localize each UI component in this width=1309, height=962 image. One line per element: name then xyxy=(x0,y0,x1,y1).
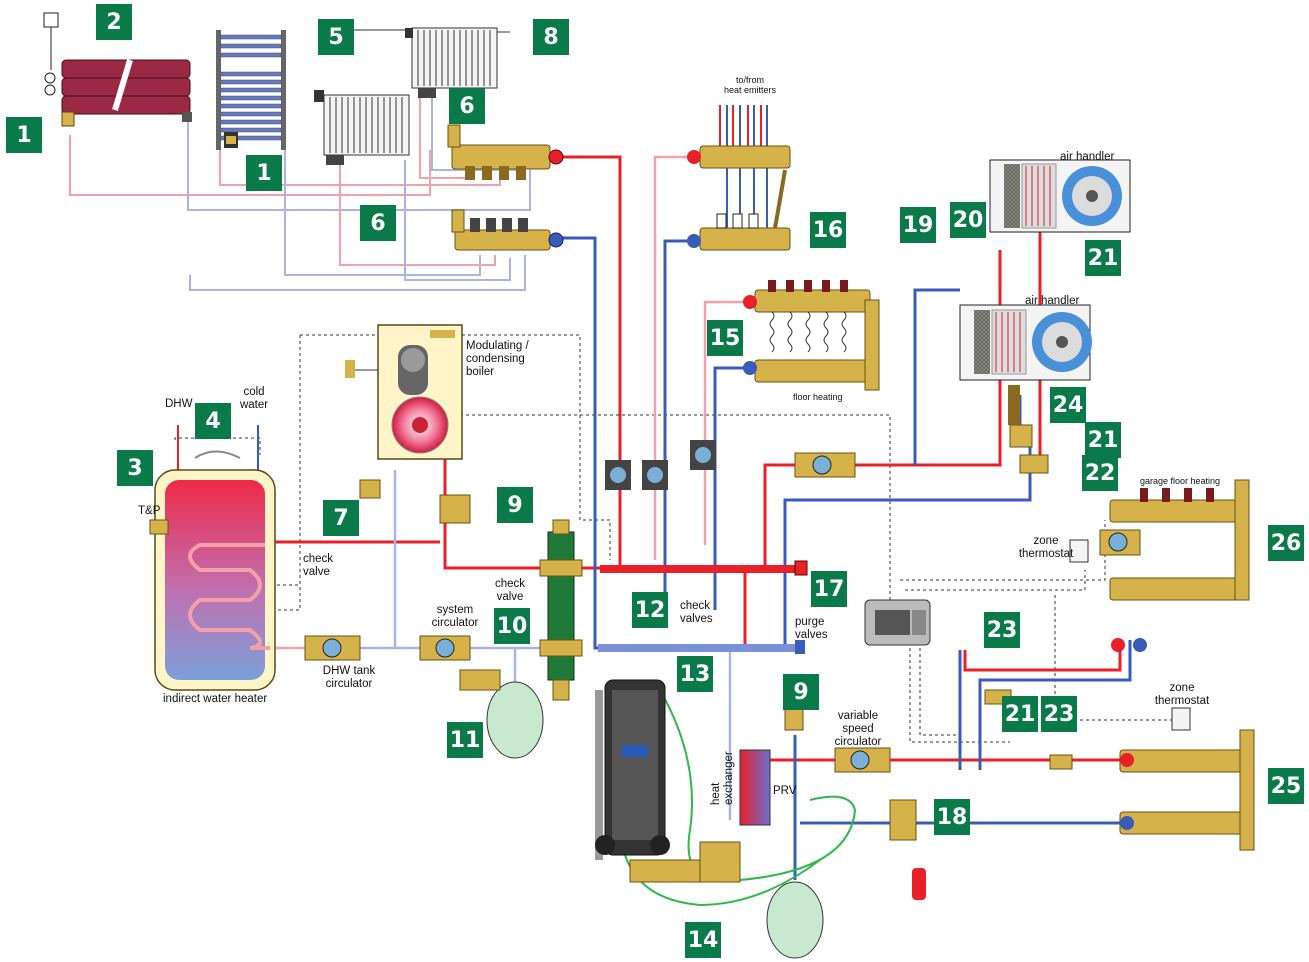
label-dhw: DHW xyxy=(165,398,193,410)
tag-5: 5 xyxy=(318,19,354,55)
purge-cart xyxy=(595,679,670,860)
tag-10: 10 xyxy=(494,608,530,644)
gas-canister xyxy=(912,868,926,900)
radiator-piping xyxy=(69,95,531,291)
system-circulator xyxy=(419,635,471,661)
tag-6a: 6 xyxy=(449,88,485,124)
radiator-manifold-supply xyxy=(447,124,564,180)
panel-radiator-lower xyxy=(314,90,410,165)
tag-26: 26 xyxy=(1268,525,1304,561)
label-check-valves: check valves xyxy=(680,600,713,625)
towel-radiator xyxy=(216,30,286,150)
label-tp: T&P xyxy=(138,505,161,517)
label-system-circulator: system circulator xyxy=(431,604,479,629)
garage-manifold xyxy=(1099,479,1250,652)
air-handler-lower xyxy=(959,304,1092,381)
tag-15: 15 xyxy=(707,320,743,356)
label-indirect-water-heater: indirect water heater xyxy=(163,693,268,705)
tag-20: 20 xyxy=(950,202,986,238)
boiler xyxy=(345,324,463,460)
manifold-25 xyxy=(1119,729,1255,851)
tag-2: 2 xyxy=(96,4,132,40)
radiator-manifold-return xyxy=(451,209,564,251)
tag-21a: 21 xyxy=(1085,240,1121,276)
tag-1a: 1 xyxy=(6,117,42,153)
tag-9a: 9 xyxy=(497,487,533,523)
dhw-tank-circulator xyxy=(304,635,361,661)
label-floor-heating: floor heating xyxy=(793,392,843,402)
tag-1b: 1 xyxy=(246,155,282,191)
indirect-water-heater xyxy=(149,469,276,691)
label-air-handler-2: air handler xyxy=(1025,295,1080,307)
zone-circulators xyxy=(605,440,716,490)
return-header xyxy=(598,644,803,652)
tag-23a: 23 xyxy=(984,612,1020,648)
tag-17: 17 xyxy=(811,571,847,607)
manifold-16 xyxy=(687,105,791,251)
label-air-handler-1: air handler xyxy=(1060,151,1115,163)
label-check-valve-2: check valve xyxy=(494,578,526,603)
tag-21b: 21 xyxy=(1085,422,1121,458)
tag-11: 11 xyxy=(447,722,483,758)
label-purge-valves: purge valves xyxy=(795,616,828,641)
label-dhw-tank-circulator: DHW tank circulator xyxy=(322,665,376,690)
tag-13: 13 xyxy=(677,656,713,692)
tag-9b: 9 xyxy=(783,674,819,710)
hydraulic-separator xyxy=(539,519,583,701)
floor-heating-manifold xyxy=(743,280,880,391)
label-to-from: to/from heat emitters xyxy=(723,75,777,95)
variable-speed-circulator xyxy=(834,747,891,773)
label-heat-exchanger: heat exchanger xyxy=(710,751,735,805)
tag-18: 18 xyxy=(934,799,970,835)
label-zone-thermostat-2: zone thermostat xyxy=(1154,682,1210,707)
tag-3: 3 xyxy=(117,450,153,486)
zone-thermostat-icons xyxy=(1069,539,1191,731)
tag-22: 22 xyxy=(1082,455,1118,491)
tag-4: 4 xyxy=(195,403,231,439)
air-handler-circulator xyxy=(794,452,856,478)
tag-19: 19 xyxy=(900,207,936,243)
tag-12: 12 xyxy=(632,592,668,628)
tag-21c: 21 xyxy=(1002,696,1038,732)
label-boiler: Modulating / condensing boiler xyxy=(466,340,529,378)
tag-23b: 23 xyxy=(1041,696,1077,732)
label-variable-speed-circulator: variable speed circulator xyxy=(834,710,882,748)
controller xyxy=(864,599,931,646)
air-handler-upper xyxy=(989,159,1131,233)
tag-16: 16 xyxy=(810,212,846,248)
tag-25: 25 xyxy=(1268,768,1304,804)
tag-8: 8 xyxy=(533,19,569,55)
expansion-tank xyxy=(486,681,544,759)
tag-6b: 6 xyxy=(360,205,396,241)
tag-14: 14 xyxy=(685,922,721,958)
tag-7: 7 xyxy=(323,500,359,536)
label-check-valve-1: check valve xyxy=(303,553,334,578)
label-garage-floor-heating: garage floor heating xyxy=(1140,476,1221,486)
label-cold-water: cold water xyxy=(239,386,269,411)
panel-radiator-upper xyxy=(350,27,510,98)
supply-header xyxy=(600,565,805,573)
label-prv: PRV xyxy=(773,785,797,797)
heat-exchanger xyxy=(739,749,771,826)
label-zone-thermostat-1: zone thermostat xyxy=(1018,535,1074,560)
flow-meter xyxy=(1008,385,1020,425)
expansion-tank-secondary xyxy=(766,881,824,959)
tag-24: 24 xyxy=(1050,387,1086,423)
panel-radiator xyxy=(43,12,192,127)
